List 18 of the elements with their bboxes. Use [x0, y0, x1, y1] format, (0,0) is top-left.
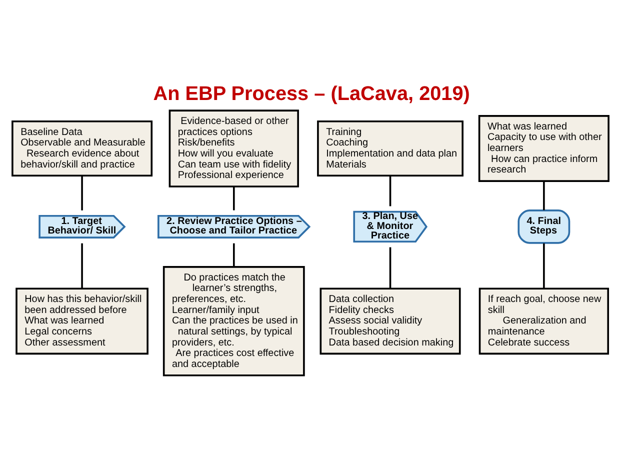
connector [81, 176, 83, 210]
connector [543, 181, 545, 210]
connector [389, 247, 392, 289]
connector [233, 243, 235, 267]
node-box: Baseline Data Observable and Measurable Research evidence about behavior/skill and practice [12, 120, 153, 177]
node-box: 4. Final Steps [518, 210, 570, 244]
connector [233, 186, 235, 210]
connector [543, 243, 545, 288]
node-box: Do practices match the learner’s strengths, preferences, etc. Learner/family input Can the practices be used in natural settings, by typical providers, etc. Are practices cost effective and acceptable [162, 266, 305, 376]
connector [81, 243, 83, 288]
node-box: If reach goal, choose new skill Generalization and maintenance Celebrate success [478, 288, 610, 355]
node-box: Training Coaching Implementation and data plan Materials [317, 120, 464, 177]
node-box: How has this behavior/skill been addressed before What was learned Legal concerns Other assessment [16, 288, 148, 355]
diagram-title: An EBP Process – (LaCava, 2019) [153, 83, 470, 106]
node-box: Data collection Fidelity checks Assess social validity Troubleshooting Data based decision making [320, 288, 461, 355]
node-box: Evidence-based or other practices options Risk/benefits How will you evaluate Can team use with fidelity Professional experience [168, 110, 299, 188]
node-box: What was learned Capacity to use with other learners How can practice inform research [478, 115, 610, 182]
connector [389, 176, 392, 206]
